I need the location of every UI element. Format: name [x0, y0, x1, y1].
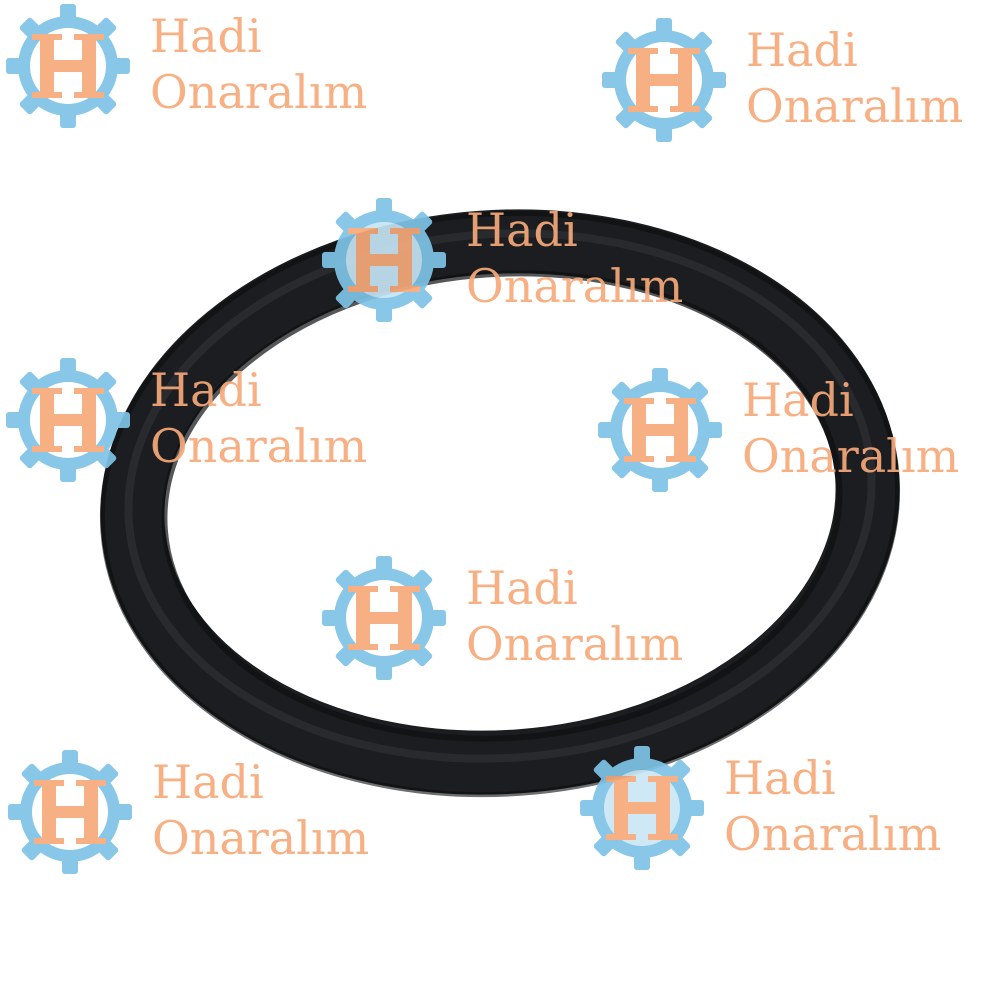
o-ring [99, 209, 901, 798]
